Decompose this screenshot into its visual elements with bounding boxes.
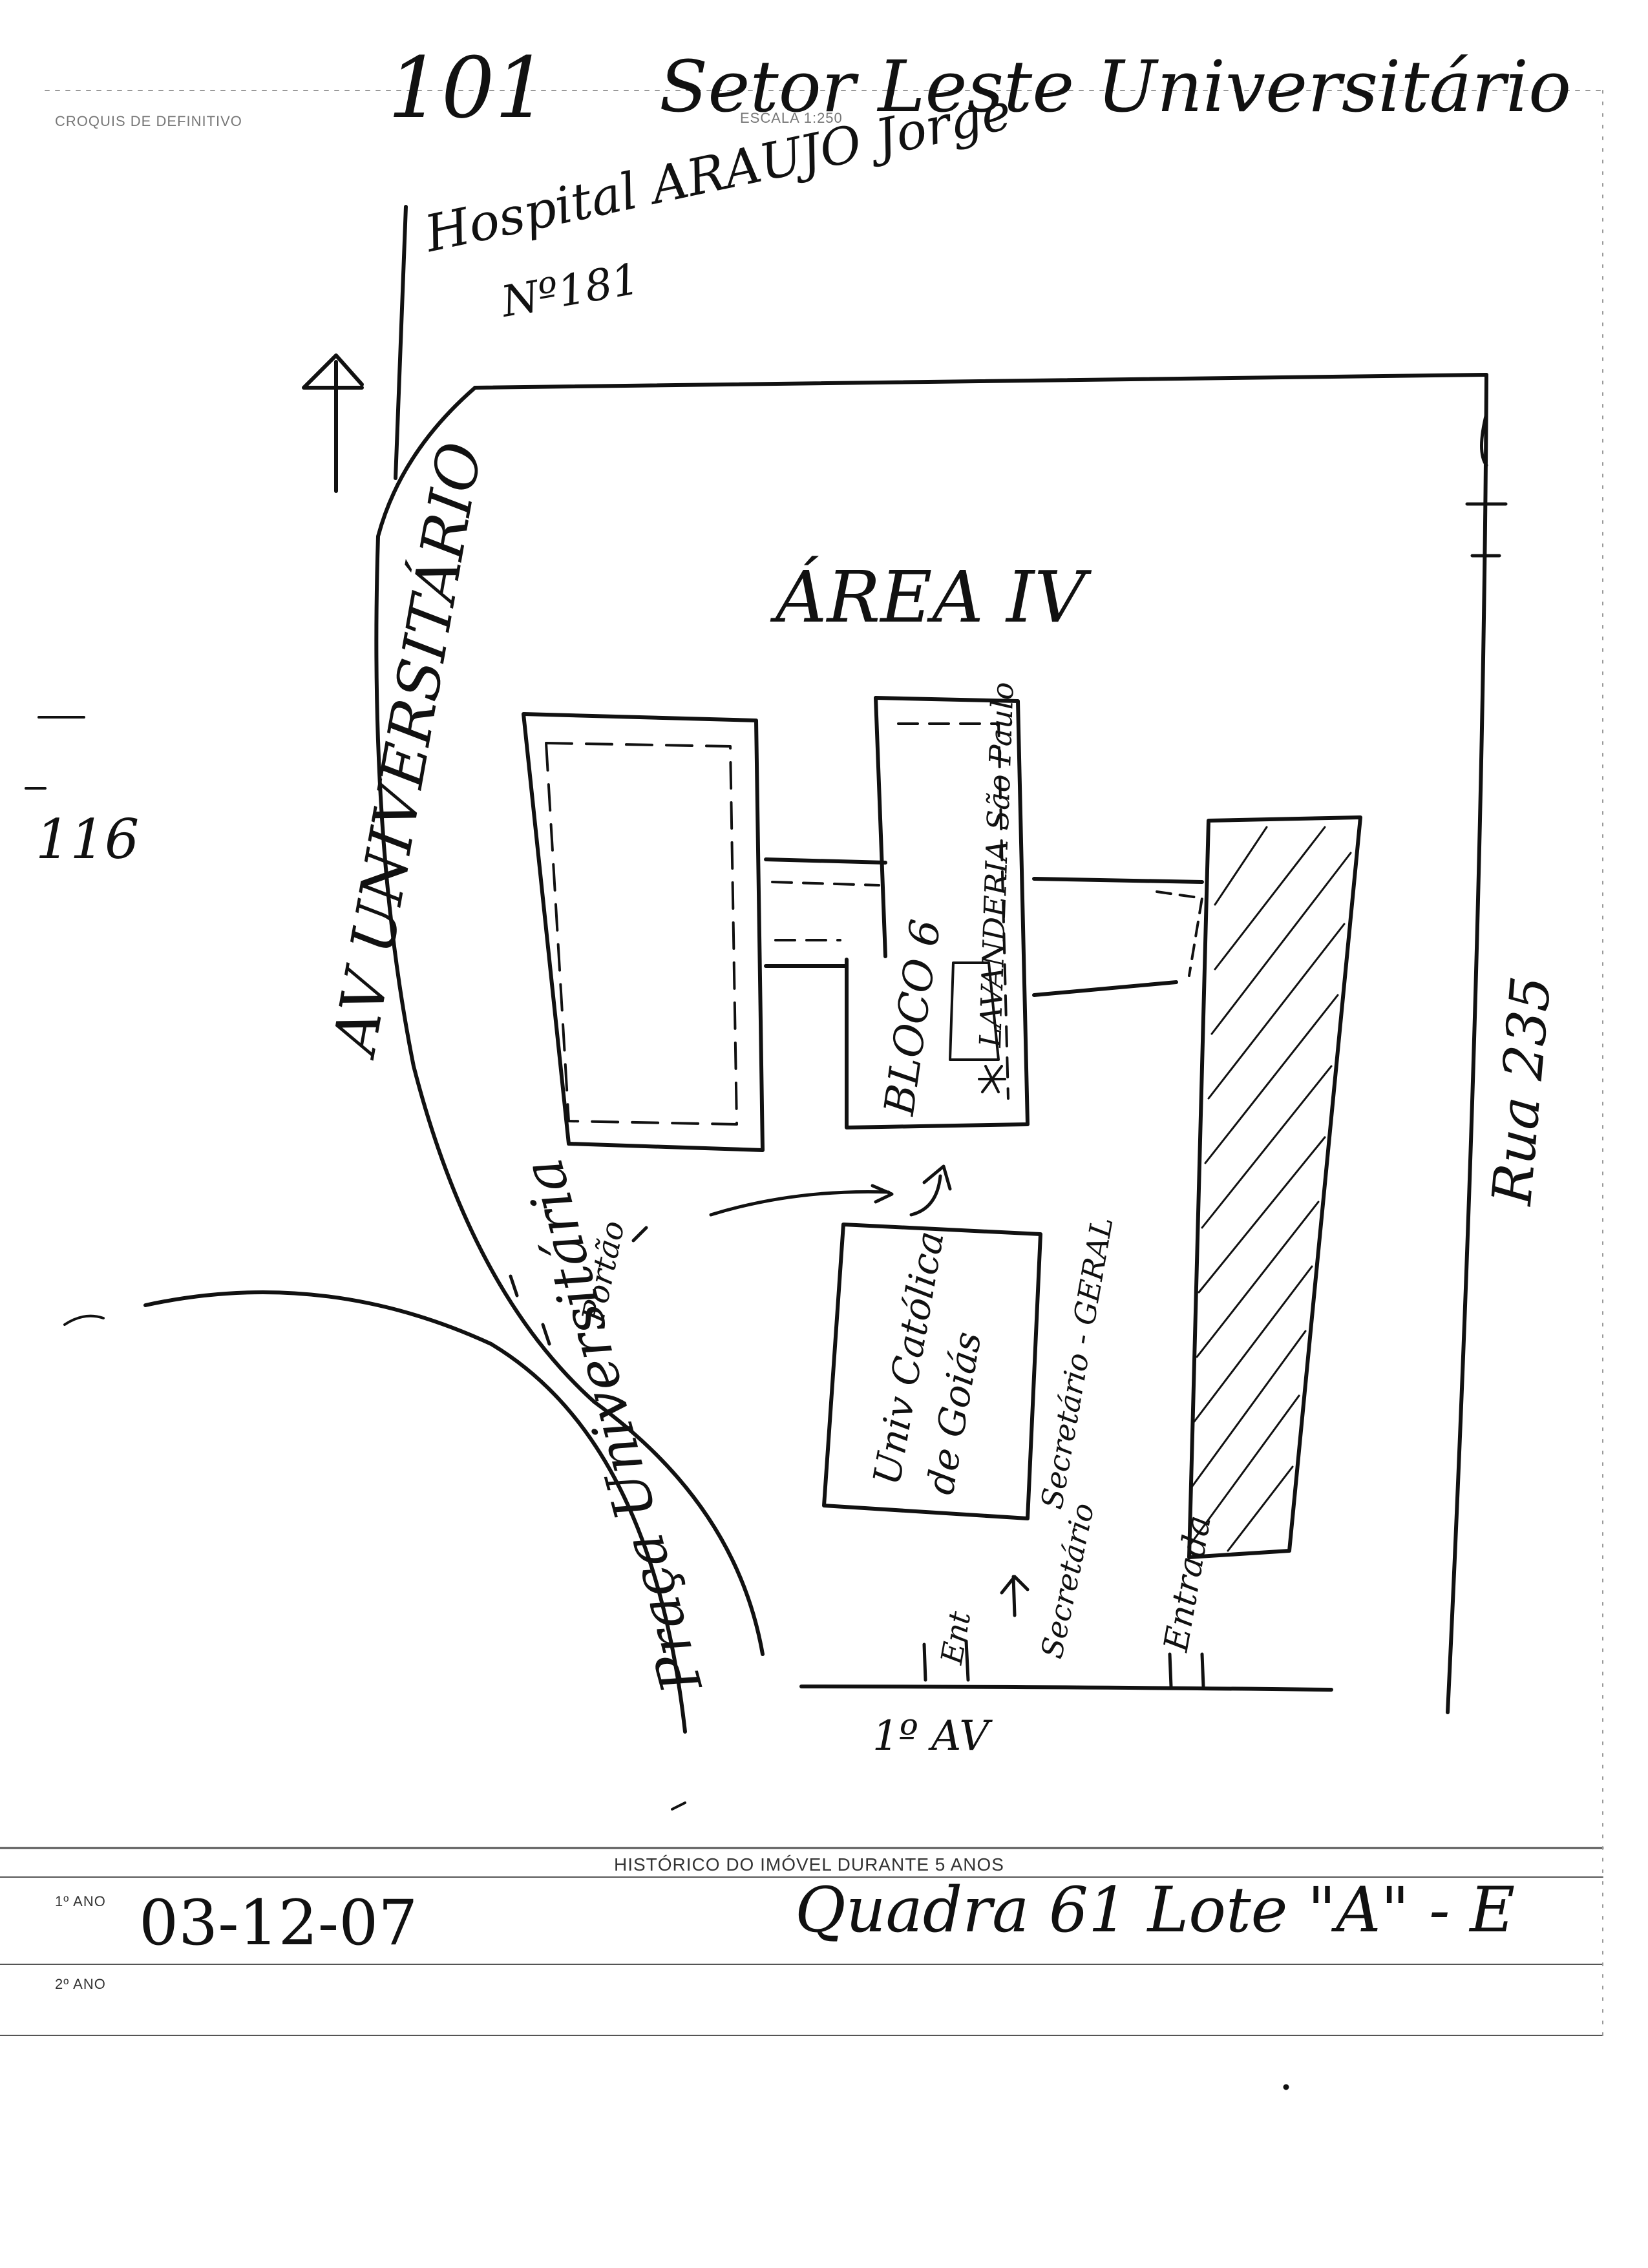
bottom-avenue-label: 1º AV — [872, 1712, 989, 1760]
history-row-date: 03-12-07 — [139, 1887, 418, 1959]
history-title: HISTÓRICO DO IMÓVEL DURANTE 5 ANOS — [614, 1854, 1004, 1874]
history-row-label: 1º ANO — [55, 1893, 106, 1909]
form-label: CROQUIS DE DEFINITIVO — [55, 113, 242, 129]
street-left-number: 116 — [36, 808, 140, 871]
north-arrow-icon — [302, 353, 364, 493]
history-row-label: 2º ANO — [55, 1976, 106, 1992]
area-label: ÁREA IV — [776, 556, 1086, 638]
arrow-icon — [909, 1164, 952, 1217]
lot-number: 101 — [388, 39, 549, 137]
sector-name: Setor Leste Universitário — [659, 45, 1572, 128]
history-row-note: Quadra 61 Lote "A" - E — [795, 1874, 1516, 1946]
scale-label: ESCALA 1:250 — [740, 110, 843, 126]
